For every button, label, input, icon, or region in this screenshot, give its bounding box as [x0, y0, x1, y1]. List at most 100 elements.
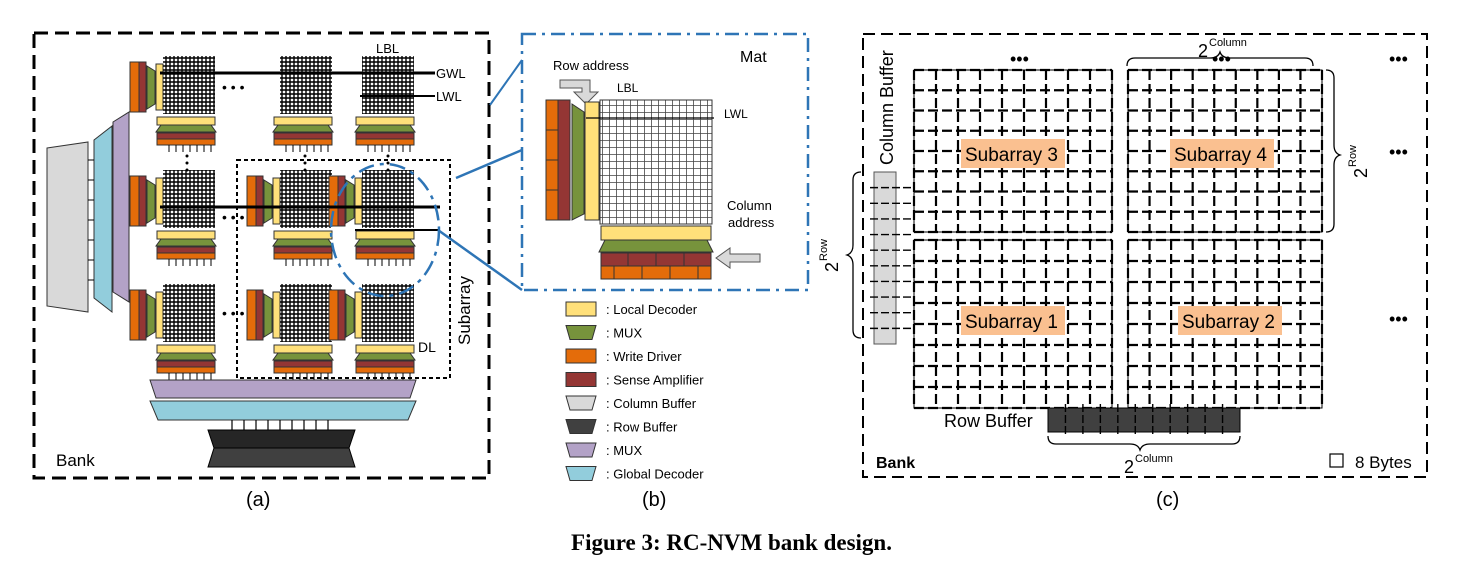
bank-outline-a — [32, 31, 491, 480]
byte-square-icon — [1329, 453, 1344, 468]
subarray-grid-c — [912, 68, 1324, 410]
mux-b-bottom — [598, 239, 714, 253]
dots-a-top: • • • — [222, 79, 245, 95]
column-address-label-1: Column — [727, 198, 772, 213]
global-decoder-a — [93, 124, 113, 314]
column-address-arrow — [715, 247, 761, 269]
row-buffer-c — [1047, 404, 1241, 436]
row-buffer-a — [207, 429, 356, 449]
row-buffer-a-2 — [207, 447, 356, 468]
row-buffer-label-c: Row Buffer — [944, 411, 1033, 431]
global-decoder-bottom-a — [149, 400, 417, 421]
legend-item: : Row Buffer — [565, 419, 678, 435]
mat-a — [129, 284, 217, 380]
mat-label-b: Mat — [740, 49, 767, 66]
legend-item: : MUX — [565, 442, 642, 458]
subarray-2-label: Subarray 2 — [1182, 312, 1275, 333]
legend-item: : Global Decoder — [565, 466, 704, 482]
svg-text:2: 2 — [822, 262, 842, 272]
legend-label: : Sense Amplifier — [606, 373, 704, 388]
left-row-exponent: 2 Row — [818, 239, 842, 272]
figure-caption: Figure 3: RC-NVM bank design. — [571, 530, 892, 555]
dl-label-a: DL — [418, 339, 436, 355]
lwl-label-a: LWL — [436, 89, 462, 104]
legend-label: : Row Buffer — [606, 420, 678, 435]
row-address-arrow — [559, 79, 600, 105]
svg-text:Row: Row — [818, 239, 830, 261]
svg-text:2: 2 — [1351, 168, 1371, 178]
svg-text:2: 2 — [1124, 457, 1134, 477]
svg-text:Column: Column — [1209, 37, 1247, 49]
top-brace — [1126, 49, 1314, 67]
column-buffer-c — [870, 171, 914, 345]
column-buffer-label-c: Column Buffer — [877, 50, 897, 165]
legend-item: : Column Buffer — [565, 395, 697, 411]
svg-text:Column: Column — [1135, 453, 1173, 465]
gwl-label-a: GWL — [436, 66, 466, 81]
mux-bottom-a — [149, 379, 417, 399]
legend-item: : Write Driver — [565, 348, 682, 364]
legend-item: : Local Decoder — [565, 301, 698, 317]
dots-c-bot-right: ••• — [1389, 309, 1408, 329]
bottom-brace — [1047, 435, 1241, 453]
legend-label: : MUX — [606, 443, 642, 458]
subarray-block — [1126, 68, 1324, 234]
mat-a — [328, 284, 416, 380]
subarray-block — [912, 68, 1114, 234]
bank-label-c: Bank — [876, 455, 915, 472]
dots-a-bot: • • • — [222, 305, 245, 321]
legend-label: : MUX — [606, 326, 642, 341]
subarray-3-bg — [961, 139, 1065, 168]
panel-c: Subarray 3 Subarray 4 Subarray 1 Subarra… — [818, 33, 1428, 511]
legend-label: : Global Decoder — [606, 467, 704, 482]
top-column-exponent: 2 Column — [1198, 37, 1247, 61]
legend-item: : Sense Amplifier — [565, 372, 704, 388]
local-decoder-b-bottom — [600, 225, 712, 241]
bytes-label-c: 8 Bytes — [1355, 453, 1412, 472]
legend-label: : Write Driver — [606, 349, 682, 364]
mat-cell-grid-b — [599, 99, 713, 225]
right-brace — [1325, 69, 1343, 233]
lwl-label-b: LWL — [724, 107, 748, 121]
subarray-4-label: Subarray 4 — [1174, 145, 1267, 166]
mat-a — [246, 170, 334, 266]
row-address-label: Row address — [553, 58, 629, 73]
mat-a — [328, 170, 416, 266]
mat-a — [272, 56, 334, 152]
column-address-label-2: address — [728, 215, 775, 230]
rc-nvm-bank-figure: • • • • • • • • • LBL GWL LWL DL Subarra… — [32, 31, 1428, 511]
local-decoder-b-left — [584, 101, 600, 221]
svg-text:2: 2 — [1198, 41, 1208, 61]
subarray-1-bg — [961, 306, 1065, 335]
panel-b: Mat Row address LBL LWL Column address — [520, 32, 810, 292]
mat-array-a — [129, 56, 416, 380]
mat-a — [129, 56, 217, 152]
legend: : Local Decoder : MUX : Write Driver : Sens… — [565, 301, 704, 482]
dots-a-mid: • • • — [222, 209, 245, 225]
subarray-1-label: Subarray 1 — [965, 312, 1058, 333]
right-row-exponent: 2 Row — [1347, 145, 1371, 178]
lbl-label-a: LBL — [376, 41, 399, 56]
mat-a — [246, 284, 334, 380]
legend-item: : MUX — [565, 325, 642, 341]
subarray-outline-a — [236, 159, 451, 379]
bottom-column-exponent: 2 Column — [1124, 453, 1173, 477]
left-brace — [844, 171, 862, 339]
bank-label-a: Bank — [56, 451, 95, 470]
mat-a — [129, 170, 217, 266]
sense-amp-b — [557, 99, 571, 221]
panel-c-label: (c) — [1156, 489, 1179, 511]
legend-label: : Column Buffer — [606, 396, 697, 411]
subarray-label-a: Subarray — [455, 276, 474, 345]
dots-c-top-right: ••• — [1389, 49, 1408, 69]
dots-c-top-mid: ••• — [1212, 49, 1231, 69]
panel-a: • • • • • • • • • LBL GWL LWL DL Subarra… — [32, 31, 491, 511]
write-driver-b-bottom — [600, 265, 712, 280]
mat-outline-b — [520, 32, 810, 292]
lbl-label-b: LBL — [617, 81, 639, 95]
subarray-2-bg — [1178, 306, 1282, 335]
mux-purple-a — [112, 111, 130, 303]
legend-label: : Local Decoder — [606, 302, 698, 317]
panel-b-label: (b) — [642, 489, 666, 511]
subarray-4-bg — [1170, 139, 1274, 168]
